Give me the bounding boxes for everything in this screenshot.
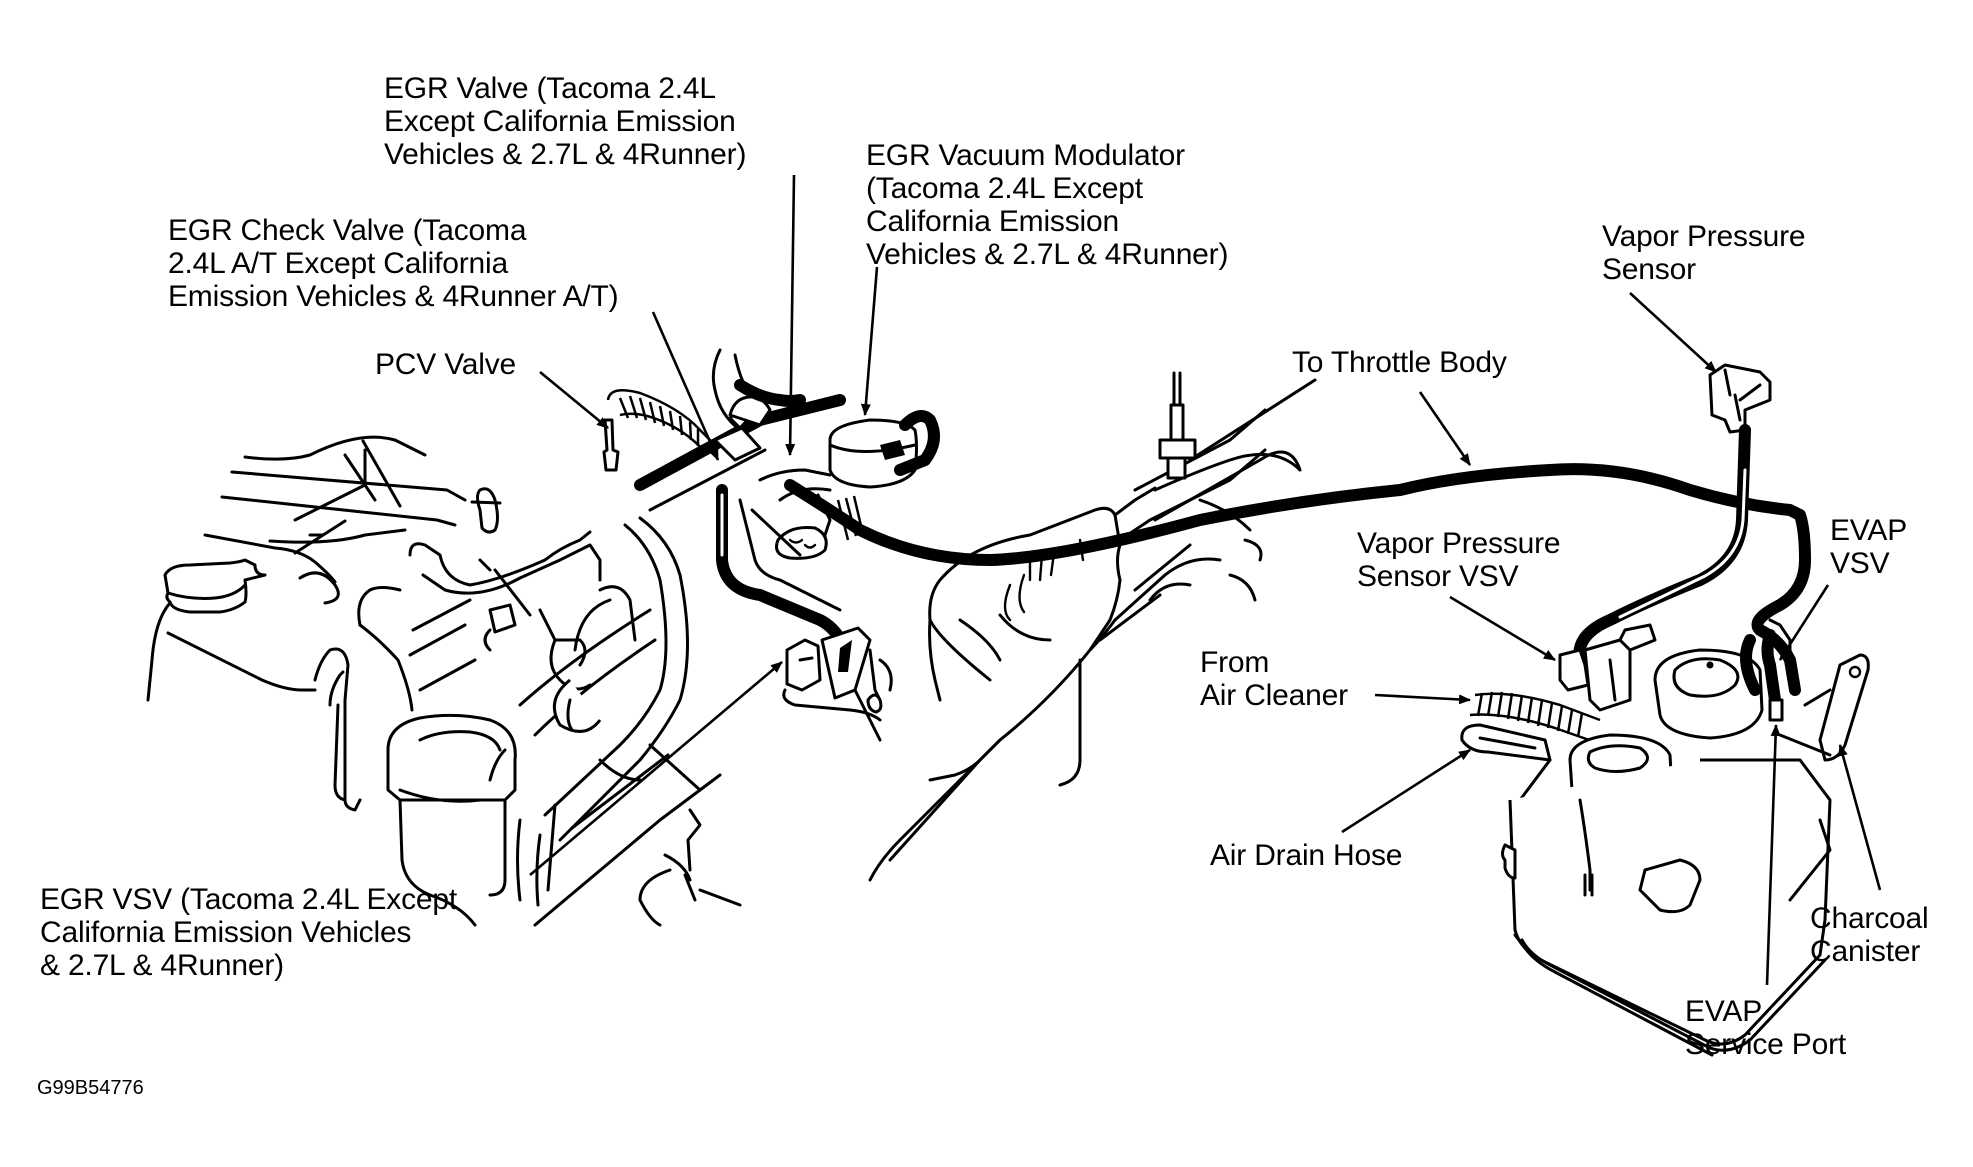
label-egr-vsv: EGR VSV (Tacoma 2.4L Except California E… — [40, 883, 458, 982]
figure-id: G99B54776 — [37, 1077, 144, 1099]
charcoal-canister-assembly — [1460, 618, 1870, 1057]
egr-vsv — [782, 626, 893, 742]
label-pcv-valve: PCV Valve — [375, 348, 517, 381]
oil-filler-cap — [163, 558, 267, 614]
leader-egr-valve — [785, 174, 796, 456]
leader-vapor-pressure-sensor — [1629, 292, 1717, 373]
label-charcoal-canister: Charcoal Canister — [1810, 902, 1929, 968]
vapor-pressure-sensor — [1573, 363, 1772, 696]
label-egr-check-valve: EGR Check Valve (Tacoma 2.4L A/T Except … — [168, 214, 619, 313]
leader-vapor-pressure-sensor-vsv — [1449, 595, 1556, 662]
label-air-drain-hose: Air Drain Hose — [1210, 839, 1403, 872]
leader-charcoal-canister — [1838, 744, 1882, 891]
label-to-throttle-body: To Throttle Body — [1292, 346, 1507, 379]
leader-egr-vsv — [529, 661, 783, 876]
leader-from-air-cleaner — [1374, 693, 1471, 705]
label-evap-service-port: EVAP Service Port — [1685, 995, 1846, 1061]
leader-pcv-valve — [539, 370, 609, 430]
label-from-air-cleaner: From Air Cleaner — [1200, 646, 1348, 712]
leader-egr-vacuum-modulator — [860, 266, 879, 416]
label-vapor-pressure-sensor-vsv: Vapor Pressure Sensor VSV — [1357, 527, 1561, 593]
throttle-body-hose — [784, 463, 1811, 696]
exhaust-manifold — [868, 371, 1317, 882]
reservoir — [386, 713, 517, 802]
oxygen-sensor — [1158, 438, 1197, 460]
label-evap-vsv: EVAP VSV — [1830, 514, 1908, 580]
label-egr-valve: EGR Valve (Tacoma 2.4L Except California… — [384, 72, 747, 171]
label-egr-vacuum-modulator: EGR Vacuum Modulator (Tacoma 2.4L Except… — [866, 139, 1229, 271]
leader-egr-check-valve — [651, 311, 720, 461]
engine-block — [146, 435, 742, 927]
leader-evap-service-port — [1765, 724, 1781, 986]
pcv-valve — [602, 418, 620, 472]
leader-lines — [529, 174, 1882, 986]
leader-to-throttle-body — [1418, 391, 1472, 466]
leader-air-drain-hose — [1341, 748, 1471, 834]
egr-assembly — [602, 348, 940, 666]
label-vapor-pressure-sensor: Vapor Pressure Sensor — [1602, 220, 1806, 286]
leader-evap-vsv — [1778, 584, 1830, 661]
